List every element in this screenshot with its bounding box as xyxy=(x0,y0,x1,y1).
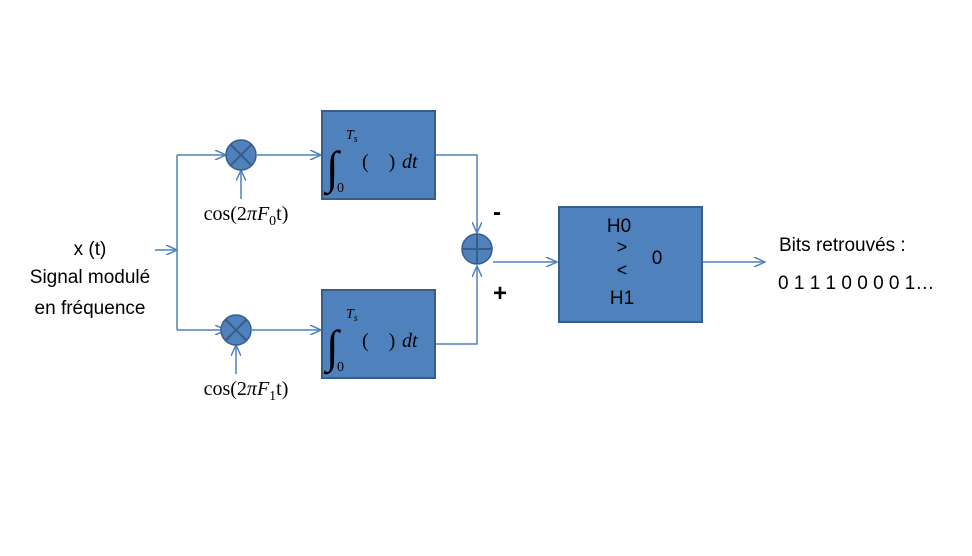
integral-differential: dt xyxy=(402,151,418,173)
summer-icon xyxy=(461,233,493,265)
summer-plus-sign: + xyxy=(493,280,507,307)
top-multiplier-icon xyxy=(225,139,257,171)
hypothesis-h1: H1 xyxy=(610,288,634,309)
integral-sign: ∫ xyxy=(323,142,341,196)
output-title: Bits retrouvés : xyxy=(779,235,906,256)
hypothesis-h0: H0 xyxy=(607,216,631,237)
integral-upper-limit: Ts xyxy=(346,128,358,145)
integral-sign: ∫ xyxy=(323,321,341,375)
integral-body: ( ) xyxy=(362,151,395,173)
decision-block: H0 > < 0 H1 xyxy=(558,206,703,323)
decision-threshold: 0 xyxy=(652,248,663,269)
less-than-sign: < xyxy=(617,260,628,280)
output-bits: 0 1 1 1 0 0 0 0 1… xyxy=(778,273,934,294)
greater-than-sign: > xyxy=(617,237,628,257)
bottom-integrator-block: ∫ Ts 0 ( ) dt xyxy=(321,289,436,379)
integral-differential: dt xyxy=(402,330,418,352)
integral-lower-limit: 0 xyxy=(337,181,344,196)
bottom-multiplier-icon xyxy=(220,314,252,346)
top-integrator-block: ∫ Ts 0 ( ) dt xyxy=(321,110,436,200)
integral-body: ( ) xyxy=(362,330,395,352)
integral-upper-limit: Ts xyxy=(346,307,358,324)
top-oscillator-label: cos(2πF0t) xyxy=(204,203,289,229)
integral-lower-limit: 0 xyxy=(337,360,344,375)
input-description-line1: Signal modulé xyxy=(30,267,150,288)
input-description-line2: en fréquence xyxy=(35,298,146,319)
bottom-oscillator-label: cos(2πF1t) xyxy=(204,378,289,404)
top-integrator-to-summer xyxy=(435,154,477,233)
bottom-integrator-to-summer xyxy=(435,266,477,345)
input-signal-label: x (t) xyxy=(74,239,107,260)
summer-minus-sign: - xyxy=(493,199,501,226)
